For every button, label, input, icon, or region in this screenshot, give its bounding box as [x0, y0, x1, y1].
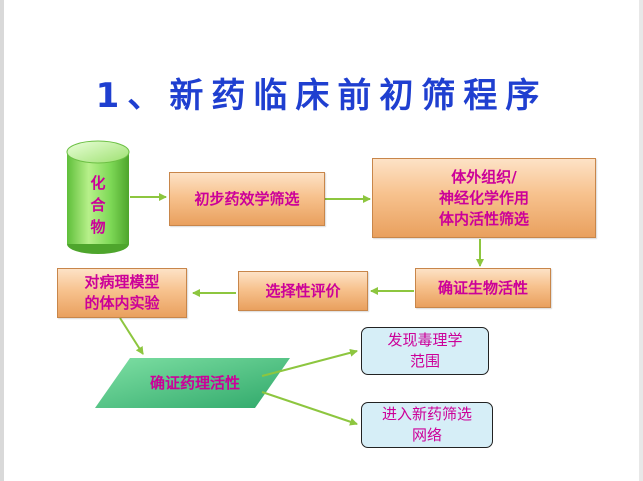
arrow-pharmacology-to-newscreen: [261, 391, 358, 426]
confirm-pharmacology-label: 确证药理活性: [149, 374, 240, 392]
compound-cylinder: [66, 140, 130, 254]
slide-title: 1、新药临床前初筛程序: [95, 76, 548, 116]
pathology-model-box: 对病理模型 的体内实验: [57, 268, 187, 318]
slide-right-edge: [639, 0, 643, 481]
new-screen-box: 进入新药筛选 网络: [361, 402, 493, 448]
toxicology-box: 发现毒理学 范围: [361, 327, 489, 375]
arrow-pharmacology-to-toxicology: [261, 348, 358, 377]
in-vitro-box: 体外组织/ 神经化学作用 体内活性筛选: [372, 158, 596, 238]
confirm-pharmacology-shape: [95, 358, 290, 408]
confirm-bioactivity-box: 确证生物活性: [415, 268, 551, 308]
preliminary-screen-box: 初步药效学筛选: [169, 172, 325, 226]
selectivity-box: 选择性评价: [238, 271, 368, 311]
arrow-model-to-pharmacology: [119, 317, 144, 355]
slide-left-edge: [0, 0, 4, 481]
compound-label: 化 合 物: [90, 174, 106, 236]
